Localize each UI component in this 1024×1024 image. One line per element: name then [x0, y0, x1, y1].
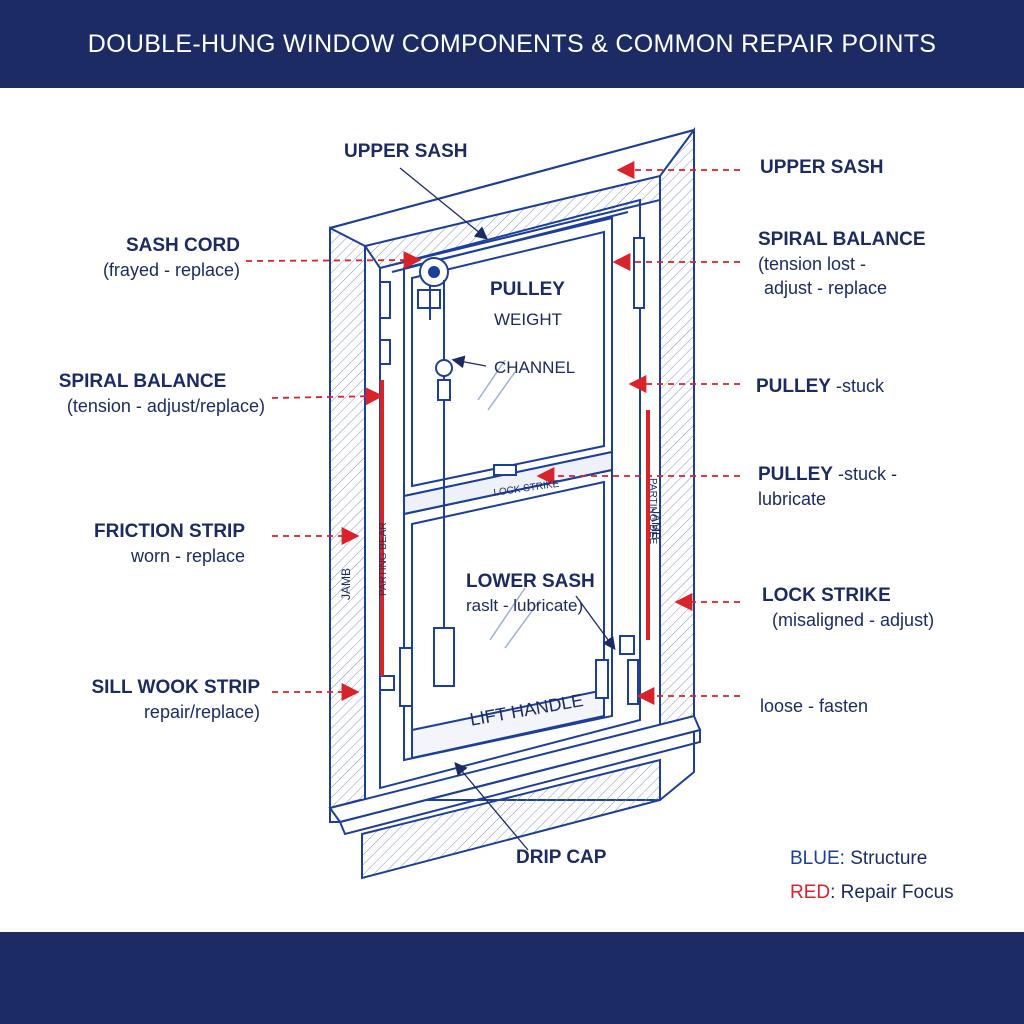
label-lower-sash-note: raslt - lubricate): [466, 596, 584, 615]
label-weight: WEIGHT: [494, 310, 562, 329]
leader-sash-cord: [245, 251, 422, 270]
leader-channel: [451, 355, 487, 369]
label-strip-right: PARTING BEE: [647, 478, 658, 545]
page-title: DOUBLE-HUNG WINDOW COMPONENTS & COMMON R…: [0, 0, 1024, 88]
leader-spiral-left: [271, 387, 384, 406]
callout-loose-fasten: loose - fasten: [760, 696, 869, 716]
callout-spiral-balance-right: SPIRAL BALANCE (tension lost - adjust - …: [758, 229, 926, 298]
callout-sill-strip: SILL WOOK STRIP repair/replace): [91, 677, 260, 722]
label-strip-left: PARTING BEAR: [378, 522, 389, 596]
callout-lock-strike: LOCK STRIKE (misaligned - adjust): [762, 585, 935, 630]
callout-upper-sash-right: UPPER SASH: [760, 157, 884, 178]
label-lower-sash: LOWER SASH: [466, 571, 595, 592]
callout-sash-cord: SASH CORD (frayed - replace): [102, 235, 240, 280]
label-channel: CHANNEL: [494, 358, 576, 377]
legend-repair: RED: Repair Focus: [790, 882, 954, 903]
label-jamb-left: JAMB: [339, 567, 353, 600]
callout-friction-strip: FRICTION STRIP worn - replace: [94, 521, 245, 566]
label-pulley: PULLEY: [490, 279, 565, 300]
callout-pulley-lubricate: PULLEY -stuck - lubricate: [758, 464, 897, 509]
leader-drip-cap: [454, 762, 529, 851]
sash-mechanism: [379, 237, 645, 707]
callout-pulley-stuck: PULLEY -stuck: [756, 376, 884, 397]
repair-highlights: [380, 380, 650, 676]
leader-lower-sash: [575, 595, 616, 651]
legend-structure: BLUE: Structure: [790, 848, 928, 869]
footer-band: [0, 932, 1024, 1024]
callout-spiral-balance-left: SPIRAL BALANCE (tension - adjust/replace…: [58, 371, 265, 416]
leader-upper-sash-inner: [399, 167, 489, 240]
label-drip-cap: DRIP CAP: [516, 847, 607, 868]
label-upper-sash: UPPER SASH: [344, 141, 468, 162]
